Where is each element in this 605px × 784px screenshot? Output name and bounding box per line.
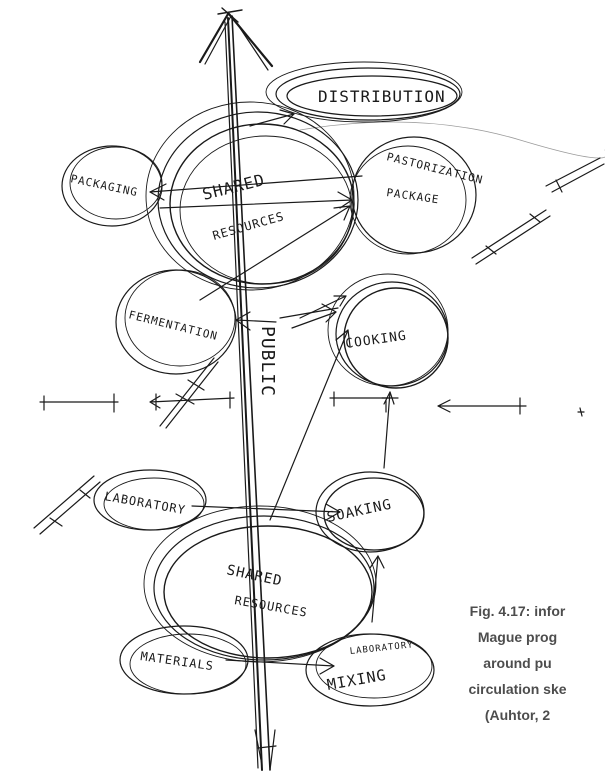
caption-line-3: around pu bbox=[483, 655, 552, 671]
label-shared-top-line2: RESOURCES bbox=[211, 209, 286, 243]
caption-line-2: Mague prog bbox=[477, 629, 558, 645]
label-distribution: DISTRIBUTION bbox=[318, 87, 446, 106]
fermentation-circle bbox=[115, 269, 237, 375]
edge-arrows bbox=[33, 157, 605, 535]
label-laboratory: LABORATORY bbox=[103, 489, 186, 517]
cooking-circle bbox=[327, 273, 449, 389]
label-laboratory-small: LABORATORY bbox=[349, 640, 414, 657]
label-fermentation: FERMENTATION bbox=[127, 308, 219, 343]
public-spine-arrow bbox=[198, 7, 277, 771]
label-shared-top-line1: SHARED bbox=[200, 170, 266, 204]
label-materials: MATERIALS bbox=[140, 649, 215, 673]
distribution-ellipse bbox=[265, 61, 463, 123]
laboratory-circle bbox=[93, 469, 207, 531]
label-public: PUBLIC bbox=[257, 326, 278, 397]
shared-resources-top-circle bbox=[145, 101, 359, 291]
mixing-circle bbox=[305, 633, 435, 707]
label-mixing: MIXING bbox=[326, 666, 388, 694]
label-soaking: SOAKING bbox=[326, 497, 394, 526]
caption-line-4: circulation ske bbox=[468, 681, 567, 697]
caption-line-1: Fig. 4.17: infor bbox=[469, 603, 566, 619]
circulation-arrows bbox=[149, 109, 399, 675]
label-packaging: PACKAGING bbox=[69, 172, 139, 199]
soaking-circle bbox=[315, 471, 425, 553]
figure-caption: Fig. 4.17: infor Mague prog around pu ci… bbox=[430, 598, 605, 728]
background-gesture-line bbox=[299, 121, 605, 159]
diagram-labels: DISTRIBUTION PACKAGING PASTORIZATION PAC… bbox=[69, 87, 484, 694]
caption-line-5: (Auhtor, 2 bbox=[484, 707, 551, 723]
materials-circle bbox=[119, 625, 249, 695]
label-cooking: COOKING bbox=[344, 329, 407, 352]
label-shared-bottom-line2: RESOURCES bbox=[233, 593, 308, 620]
label-package: PACKAGE bbox=[386, 186, 441, 206]
